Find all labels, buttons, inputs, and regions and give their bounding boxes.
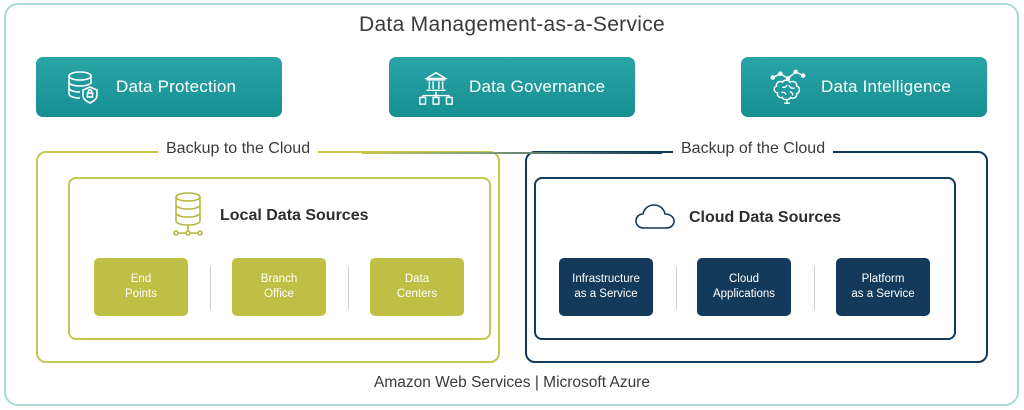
database-shield-icon — [64, 68, 102, 106]
database-network-icon — [170, 190, 206, 245]
pillar-label: Data Governance — [469, 77, 606, 96]
diagram-title: Data Management-as-a-Service — [358, 13, 666, 36]
outer-frame — [4, 3, 1019, 406]
local-data-sources-title: Local Data Sources — [220, 207, 369, 224]
cloud-data-sources-title: Cloud Data Sources — [689, 209, 842, 226]
tile-divider — [676, 266, 677, 310]
tile-divider — [814, 266, 815, 310]
section-connector-line — [362, 152, 662, 154]
building-documents-icon — [417, 68, 455, 106]
tile-cloud-applications: Cloud Applications — [697, 258, 791, 316]
section-label-backup-to-cloud: Backup to the Cloud — [158, 140, 319, 158]
tile-end-points: End Points — [94, 258, 188, 316]
tile-divider — [210, 266, 211, 310]
section-label-backup-of-cloud: Backup of the Cloud — [673, 140, 834, 158]
tile-branch-office: Branch Office — [232, 258, 326, 316]
tile-infrastructure-as-a-service: Infrastructure as a Service — [559, 258, 653, 316]
tile-platform-as-a-service: Platform as a Service — [836, 258, 930, 316]
pillar-data-governance: Data Governance — [389, 57, 635, 117]
cloud-icon — [634, 202, 676, 237]
brain-network-icon — [769, 68, 807, 106]
cloud-providers-footer: Amazon Web Services | Microsoft Azure — [374, 374, 650, 391]
tile-data-centers: Data Centers — [370, 258, 464, 316]
tile-divider — [348, 266, 349, 310]
pillar-data-protection: Data Protection — [36, 57, 282, 117]
pillar-label: Data Intelligence — [821, 77, 952, 96]
pillar-label: Data Protection — [116, 77, 237, 96]
local-data-sources-box — [68, 177, 491, 340]
cloud-data-sources-box — [534, 177, 956, 340]
pillar-data-intelligence: Data Intelligence — [741, 57, 987, 117]
